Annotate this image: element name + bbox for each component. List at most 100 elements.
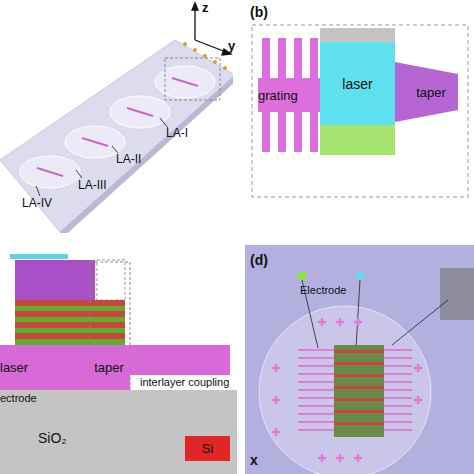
grating-bar xyxy=(278,38,286,78)
device-disk xyxy=(259,306,431,474)
grating-line xyxy=(127,108,153,116)
node-label: taper xyxy=(94,360,124,375)
laser-region: laser xyxy=(320,42,395,125)
grating-line xyxy=(82,138,108,146)
dashed-frame xyxy=(97,260,125,300)
axis-label: z xyxy=(202,0,209,15)
cladding-bar xyxy=(320,28,395,42)
leader-line xyxy=(356,280,360,348)
barrier-layer xyxy=(15,306,125,311)
electrode-pad xyxy=(298,272,306,280)
axes xyxy=(192,3,231,55)
gutter xyxy=(0,233,474,241)
node-label: laser xyxy=(0,360,28,375)
panel-label: (d) xyxy=(250,252,268,268)
device-disk xyxy=(155,66,215,98)
side-pad xyxy=(440,268,474,320)
top-contact xyxy=(10,254,68,259)
grating-bar xyxy=(262,112,270,152)
stripe xyxy=(334,362,384,365)
region-label: interlayer coupling xyxy=(140,376,232,388)
node-label: taper xyxy=(416,85,446,100)
stripe xyxy=(334,398,384,401)
taper-shape xyxy=(395,62,458,122)
stripe xyxy=(334,410,384,413)
grating-bar xyxy=(278,112,286,152)
leader-line xyxy=(76,170,82,178)
dashed-frame xyxy=(165,58,220,100)
cross-mark xyxy=(414,364,422,404)
array-label: LA-III xyxy=(78,178,107,192)
leader-line xyxy=(392,300,448,345)
cross-mark xyxy=(272,364,280,436)
dashed-frame xyxy=(252,25,468,197)
well-layer xyxy=(15,333,125,339)
stripe xyxy=(334,422,384,425)
array-label: LA-I xyxy=(166,126,188,140)
panel-label: (b) xyxy=(250,4,268,20)
part-label: Electrode xyxy=(300,284,346,296)
laser-body xyxy=(334,345,384,437)
panel-d xyxy=(245,245,474,474)
top-layer xyxy=(15,260,95,300)
z-axis xyxy=(194,8,195,40)
stripe xyxy=(334,374,384,377)
panel-a xyxy=(0,3,235,240)
grating-bar xyxy=(294,112,302,152)
arrow-head xyxy=(192,3,198,10)
dot xyxy=(193,48,197,52)
waveguide-layer xyxy=(130,345,230,375)
cross-mark xyxy=(318,318,362,326)
device-disk xyxy=(20,156,80,188)
leader-line xyxy=(36,186,40,196)
quantum-wells xyxy=(15,300,125,345)
barrier-layer xyxy=(15,328,125,333)
laser-layer: laser xyxy=(0,345,88,390)
grating-bar xyxy=(262,38,270,78)
leader-lines xyxy=(36,118,168,196)
panel-b xyxy=(252,25,468,197)
electrode-pad xyxy=(356,272,364,280)
gold-dots xyxy=(183,42,227,70)
taper-region: taper xyxy=(408,80,454,104)
array-label: LA-IV xyxy=(22,196,52,210)
well-layer xyxy=(15,311,125,317)
substrate-slab xyxy=(0,40,235,232)
device-disk xyxy=(110,96,170,128)
dot xyxy=(183,42,187,46)
grating-lines xyxy=(37,78,198,176)
stripe xyxy=(334,386,384,389)
alignment-marks xyxy=(272,318,422,462)
barrier-layer xyxy=(15,317,125,322)
part-label: ectrode xyxy=(0,392,37,404)
well-layer xyxy=(15,300,125,306)
axis-label: x xyxy=(250,452,258,468)
dot xyxy=(213,60,217,64)
well-layer xyxy=(15,322,125,328)
laser-stripes xyxy=(334,345,384,437)
silicon-layer: Si xyxy=(185,436,230,461)
contact-bar xyxy=(320,125,395,155)
leader-line xyxy=(112,146,118,153)
grating-bar xyxy=(310,112,318,152)
node-label: laser xyxy=(342,76,372,92)
taper-layer: taper xyxy=(88,345,130,390)
node-label: Si xyxy=(202,441,214,456)
grating-bar xyxy=(310,38,318,78)
dot xyxy=(223,66,227,70)
array-label: LA-II xyxy=(116,152,141,166)
slab-edge xyxy=(60,75,235,240)
stripe xyxy=(334,350,384,353)
node-label: grating xyxy=(258,88,298,103)
dot xyxy=(203,54,207,58)
cross-mark xyxy=(318,454,362,462)
y-axis xyxy=(195,40,226,52)
grating-line xyxy=(172,78,198,86)
grating-line xyxy=(37,168,63,176)
node-label: SiO₂ xyxy=(38,430,67,446)
grating-bar xyxy=(294,38,302,78)
grating-region: grating xyxy=(258,78,320,112)
axis-label: y xyxy=(228,38,235,53)
